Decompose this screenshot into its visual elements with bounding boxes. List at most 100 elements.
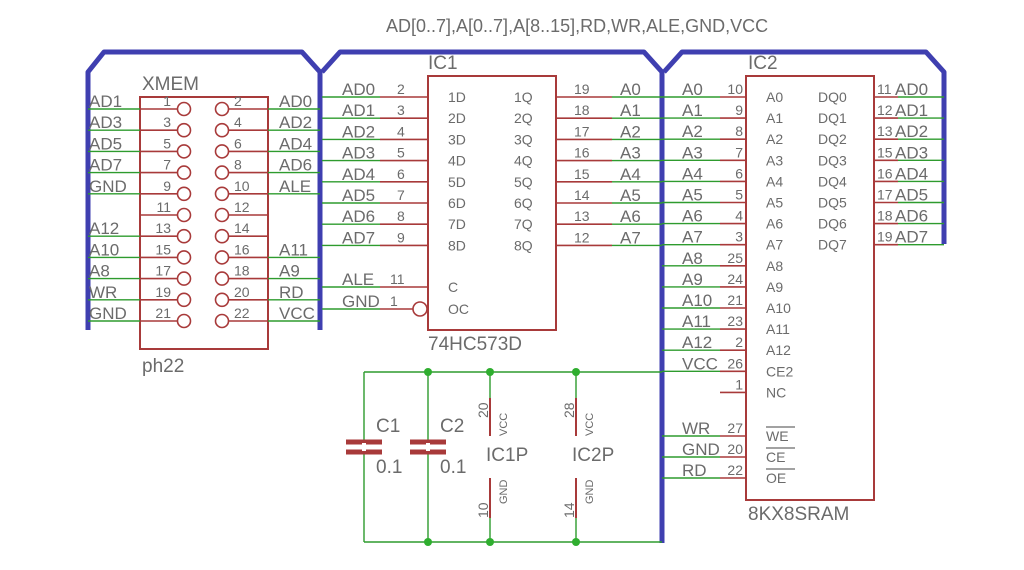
ic2-left-pinname: A7 (766, 237, 783, 253)
ic2-right-num: 12 (877, 102, 893, 118)
xmem-right-net: VCC (279, 304, 315, 323)
ic2-part: 8KX8SRAM (748, 504, 849, 525)
junction (486, 368, 494, 376)
xmem-pad (214, 101, 230, 117)
ic1-ctrl-num: 1 (390, 293, 398, 309)
ic1-right-net: A5 (620, 186, 641, 205)
ic2-left-num: 4 (735, 208, 743, 224)
bus-lines (85, 49, 947, 543)
xmem-left-num: 11 (156, 199, 171, 215)
ic1-ctrl-pinname: OC (448, 301, 469, 317)
ic1-left-net: AD4 (342, 165, 375, 184)
bus-ic2-right (662, 49, 947, 244)
bus-xmem (85, 49, 323, 330)
ic2-right-pinname: DQ6 (818, 216, 847, 232)
xmem-left-num: 5 (163, 135, 171, 151)
ic1p-gnd-num: 10 (475, 502, 491, 518)
ic1-name: IC1 (428, 53, 458, 74)
ic2-ctrl-net: GND (682, 440, 720, 459)
xmem-pad (176, 228, 192, 244)
xmem-left-num: 1 (163, 93, 171, 109)
xmem-left-num: 17 (155, 263, 171, 279)
ic1-left-num: 4 (397, 123, 405, 139)
ic1-ctrl-net: ALE (342, 270, 374, 289)
ic2p-gnd-num: 14 (561, 502, 577, 518)
ic1-right-num: 12 (574, 229, 590, 245)
xmem-right-num: 2 (234, 93, 242, 109)
ic1-right-net: A2 (620, 122, 641, 141)
ic2-ctrl-num: 27 (727, 420, 743, 436)
xmem-right-num: 16 (234, 241, 250, 257)
ic1-right-pinname: 1Q (514, 89, 533, 105)
ic2-left-num: 8 (735, 123, 743, 139)
ic2p-name: IC2P (572, 445, 614, 466)
ic1-left-pinname: 3D (448, 131, 466, 147)
xmem-right-num: 12 (234, 199, 250, 215)
ic2p-gnd-label: GND (584, 480, 596, 505)
ic1-left-num: 9 (397, 229, 405, 245)
ic2-right-net: AD7 (895, 228, 928, 247)
ic2-left-num: 2 (735, 334, 743, 350)
xmem-right-net: A11 (279, 240, 308, 259)
ic2-left-num: 24 (727, 271, 743, 287)
ic2-left-net: A1 (682, 101, 703, 120)
ic1p-name: IC1P (486, 445, 528, 466)
ic2-left-pinname: CE2 (766, 363, 793, 379)
xmem-right-net: ALE (279, 177, 311, 196)
ic2-right-net: AD2 (895, 122, 928, 141)
ic1-part: 74HC573D (428, 334, 522, 355)
xmem-package: ph22 (142, 356, 184, 377)
xmem-left-num: 21 (155, 305, 171, 321)
ic2-right-pinname: DQ0 (818, 89, 847, 105)
ic1-right-num: 14 (574, 187, 590, 203)
xmem-right-num: 22 (234, 305, 250, 321)
ic1-left-pinname: 8D (448, 237, 466, 253)
xmem-pad (214, 313, 230, 329)
xmem-right-num: 18 (234, 263, 250, 279)
ic2-body (745, 75, 875, 501)
ic2-right-num: 15 (877, 144, 893, 160)
ic1-right-net: A4 (620, 165, 641, 184)
ic2-left-num: 7 (735, 144, 743, 160)
xmem-name: XMEM (142, 74, 199, 95)
ic1-left-net: AD2 (342, 122, 375, 141)
ic1-right-num: 17 (574, 123, 590, 139)
ic2-right-num: 19 (877, 229, 893, 245)
ic2-right-pinname: DQ5 (818, 195, 847, 211)
ic1-right-num: 16 (574, 145, 590, 161)
xmem-left-num: 13 (155, 220, 171, 236)
xmem-right-net: A9 (279, 262, 300, 281)
xmem-right-num: 4 (234, 114, 242, 130)
c1-value: 0.1 (376, 457, 402, 478)
xmem-left-net: AD1 (89, 92, 122, 111)
ic1-right-net: A3 (620, 144, 641, 163)
power-section: C1 0.1 C2 0.1 IC1P IC2P 20 VCC 10 GND 28… (346, 368, 662, 546)
ic1-left-pinname: 5D (448, 174, 466, 190)
ic2-left-net: A2 (682, 122, 703, 141)
ic1-ctrl-pinname: C (448, 279, 458, 295)
ic2-left-num: 10 (727, 81, 743, 97)
xmem-right-net: AD4 (279, 134, 312, 153)
xmem-pad (176, 250, 192, 265)
xmem-right-net: AD6 (279, 156, 312, 175)
xmem-right-num: 6 (234, 135, 242, 151)
ic1-left-net: AD6 (342, 207, 375, 226)
ic1-left-pinname: 1D (448, 89, 466, 105)
ic2-left-net: A11 (682, 312, 711, 331)
ic1-left-num: 3 (397, 102, 405, 118)
xmem-right-net: RD (279, 283, 304, 302)
xmem-left-net: A10 (89, 240, 119, 259)
ic1-right-num: 15 (574, 166, 590, 182)
ic2-right-num: 18 (877, 208, 893, 224)
xmem-left-num: 9 (163, 178, 171, 194)
c1-name: C1 (376, 416, 400, 437)
ic1-right-pinname: 3Q (514, 131, 533, 147)
ic1-left-num: 7 (397, 187, 405, 203)
xmem-left-num: 15 (155, 241, 171, 257)
xmem-left-num: 7 (163, 157, 171, 173)
xmem-left-net: A12 (89, 219, 119, 238)
ic2-right-net: AD4 (895, 164, 928, 183)
xmem-pad (176, 313, 192, 329)
ic2-ctrl-pinname: CE (766, 449, 785, 465)
